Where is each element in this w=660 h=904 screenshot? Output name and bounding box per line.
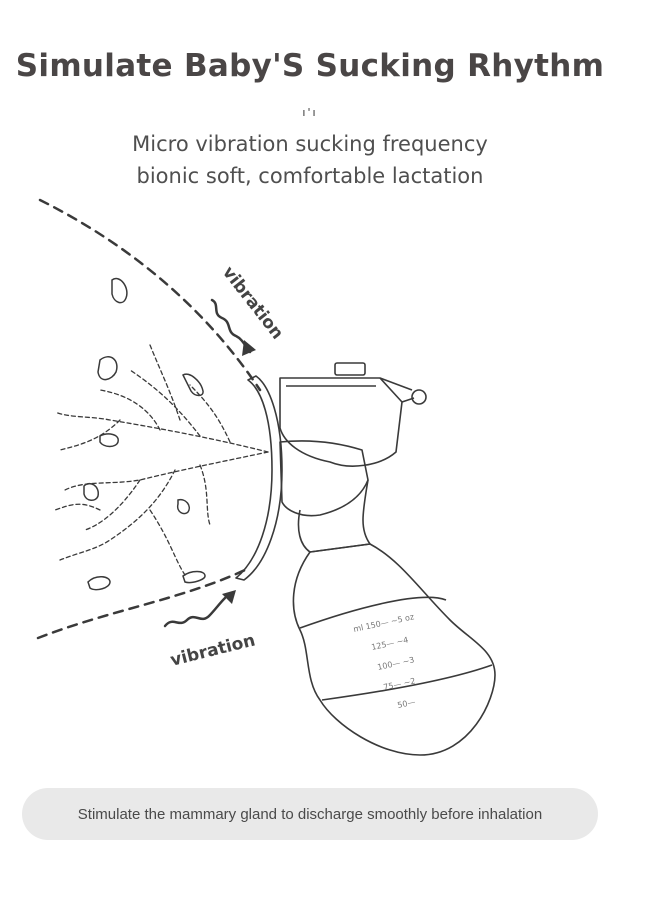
breast-pump [235, 362, 496, 756]
caption-bar: Stimulate the mammary gland to discharge… [22, 788, 598, 840]
vibration-arrow-top [210, 298, 252, 354]
vibration-arrow-bottom [163, 596, 227, 628]
subtitle-line-1: Micro vibration sucking frequency [132, 132, 488, 156]
bottle-scale-mark: 75— ~2 [383, 676, 417, 692]
subtitle-line-2: bionic soft, comfortable lactation [136, 164, 484, 188]
arrowheads [222, 340, 256, 604]
bottle-scale-mark: 50— [397, 697, 417, 710]
breast-pump-illustration: vibration vibration ml 150— ~5 oz 125— ~… [36, 198, 496, 756]
funnel [279, 440, 369, 517]
breast-outline-top [38, 198, 262, 392]
motor-head [279, 377, 403, 467]
bottle-scale-mark: 125— ~4 [371, 635, 410, 652]
subtitle: Micro vibration sucking frequency bionic… [0, 128, 620, 192]
decorative-mark: ı'ı [302, 106, 318, 119]
bottle-scale-top: ml 150— ~5 oz [353, 612, 415, 634]
vibration-label-top: vibration [218, 263, 287, 344]
breast-outline-bottom [36, 568, 247, 640]
flange-shield [235, 375, 283, 581]
caption-text: Stimulate the mammary gland to discharge… [77, 805, 543, 823]
page-title: Simulate Baby'S Sucking Rhythm [15, 48, 605, 84]
bottle-scale-mark: 100— ~3 [377, 655, 416, 672]
mammary-ducts [54, 344, 269, 576]
lobules [83, 277, 206, 591]
vibration-label-bottom: vibration [168, 630, 257, 670]
bottle [292, 543, 496, 756]
